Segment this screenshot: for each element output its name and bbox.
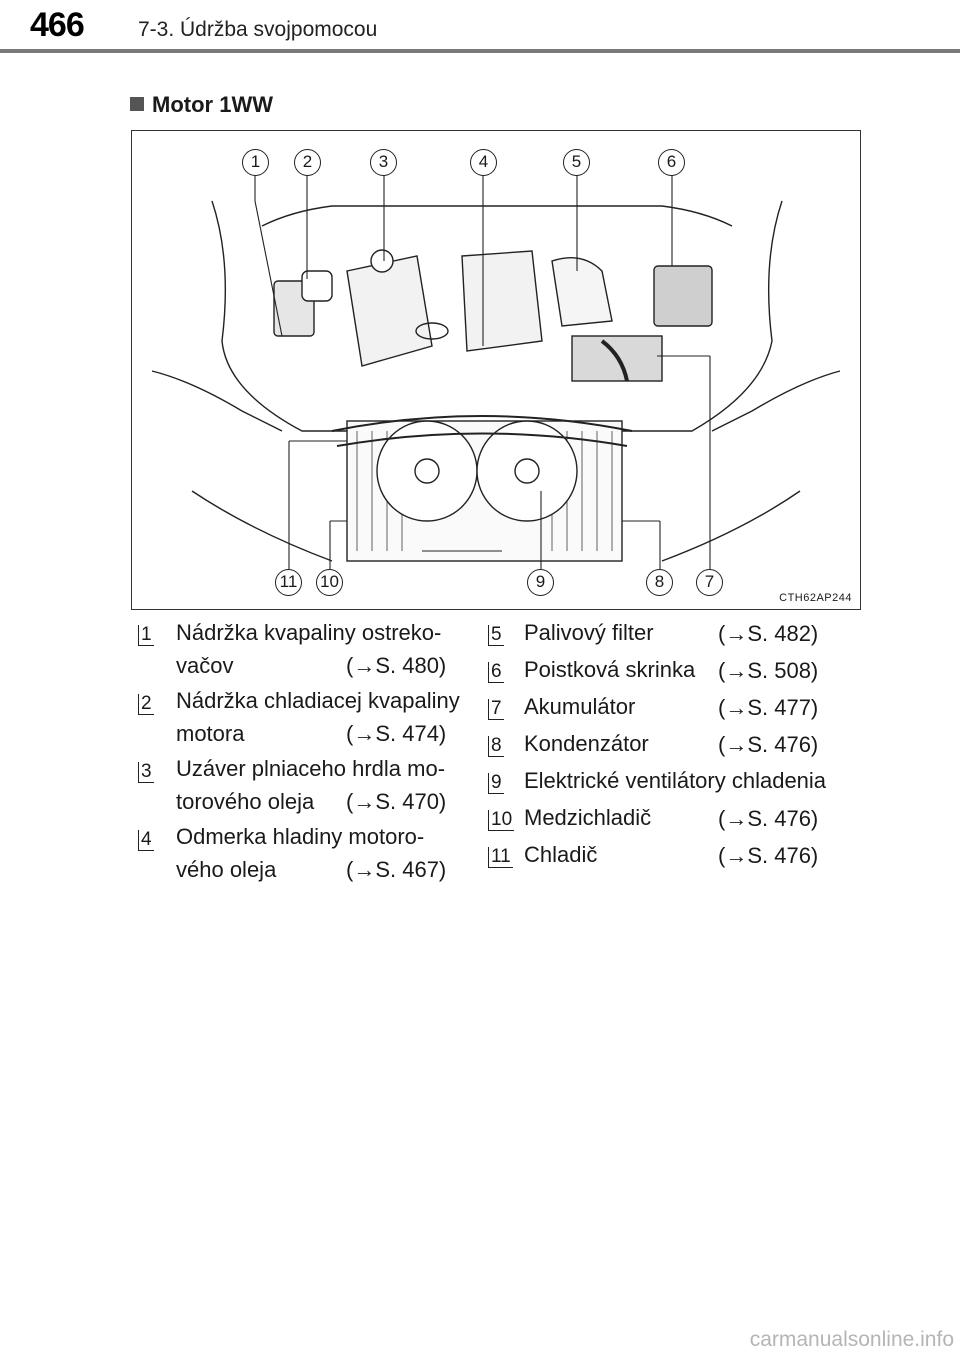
legend-label: Poistková skrinka [524,657,696,682]
page-reference: (→S. 482) [718,621,819,646]
legend-label-line1: Odmerka hladiny motoro- [176,824,425,849]
legend-label: Nádržka kvapaliny ostreko- vačov [176,616,441,682]
engine-illustration [151,175,841,569]
callout-6: 6 [658,149,685,176]
callout-2: 2 [294,149,321,176]
header-rule [0,49,960,53]
engine-bay-figure: 1 2 3 4 5 6 11 10 9 8 7 CTH62AP244 [131,130,861,610]
legend-label: Nádržka chladiacej kvapaliny motora [176,684,460,750]
legend-number: 8 [488,736,504,757]
callout-7: 7 [696,569,723,596]
legend-number: 2 [138,694,154,715]
callout-3: 3 [370,149,397,176]
legend-number: 3 [138,762,154,783]
legend-label: Chladič [524,842,598,867]
legend-label: Kondenzátor [524,731,649,756]
legend-number: 10 [488,810,515,831]
section-title: Motor 1WW [130,92,273,118]
legend-label-line1: Uzáver plniaceho hrdla mo- [176,756,446,781]
watermark: carmanualsonline.info [749,1328,954,1351]
legend-label-line1: Nádržka chladiacej kvapaliny [176,688,460,713]
page-reference: (→S. 476) [718,843,819,868]
callout-5: 5 [563,149,590,176]
legend-number: 4 [138,830,154,851]
callout-9: 9 [527,569,554,596]
legend-number: 6 [488,662,504,683]
callout-1: 1 [242,149,269,176]
section-title-text: Motor 1WW [152,92,273,117]
page-reference: (→S. 508) [718,658,819,683]
legend-number: 1 [138,625,154,646]
legend-label: Akumulátor [524,694,636,719]
legend-number: 9 [488,773,504,794]
callout-11: 11 [275,569,302,596]
page-reference: (→S. 467) [346,857,447,882]
page-reference: (→S. 476) [718,806,819,831]
legend-label-line2: vého oleja [176,857,277,882]
page-reference: (→S. 480) [346,653,447,678]
page-number: 466 [30,6,85,44]
square-bullet-icon [130,97,144,111]
legend-number: 7 [488,699,504,720]
legend-label: Odmerka hladiny motoro- vého oleja [176,820,424,886]
legend-number: 11 [488,847,513,868]
page-reference: (→S. 476) [718,732,819,757]
page-reference: (→S. 470) [346,789,447,814]
callout-10: 10 [316,569,343,596]
legend-label: Elektrické ventilátory chladenia [524,768,827,793]
page-reference: (→S. 474) [346,721,447,746]
legend-number: 5 [488,625,504,646]
legend-label-line2: torového oleja [176,789,315,814]
callout-4: 4 [470,149,497,176]
legend-label: Uzáver plniaceho hrdla mo- torového olej… [176,752,445,818]
legend-label: Palivový filter [524,620,654,645]
callout-8: 8 [646,569,673,596]
legend-label-line2: motora [176,721,245,746]
legend-label-line2: vačov [176,653,234,678]
page-header [0,0,960,48]
figure-code: CTH62AP244 [779,592,852,604]
legend-label-line1: Nádržka kvapaliny ostreko- [176,620,442,645]
page-reference: (→S. 477) [718,695,819,720]
legend-label: Medzichladič [524,805,652,830]
chapter-title: 7-3. Údržba svojpomocou [138,18,378,41]
